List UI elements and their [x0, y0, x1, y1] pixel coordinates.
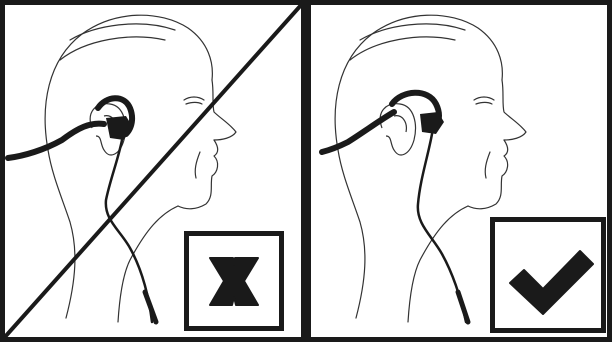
- panel-correct: [309, 3, 610, 340]
- earphone-left: [8, 98, 156, 322]
- incorrect-badge: [187, 234, 282, 329]
- ear-right: [380, 104, 415, 155]
- correct-badge-frame: [493, 220, 604, 331]
- correct-badge: [493, 220, 604, 331]
- panel-incorrect: [3, 3, 304, 340]
- earphone-right: [322, 93, 468, 322]
